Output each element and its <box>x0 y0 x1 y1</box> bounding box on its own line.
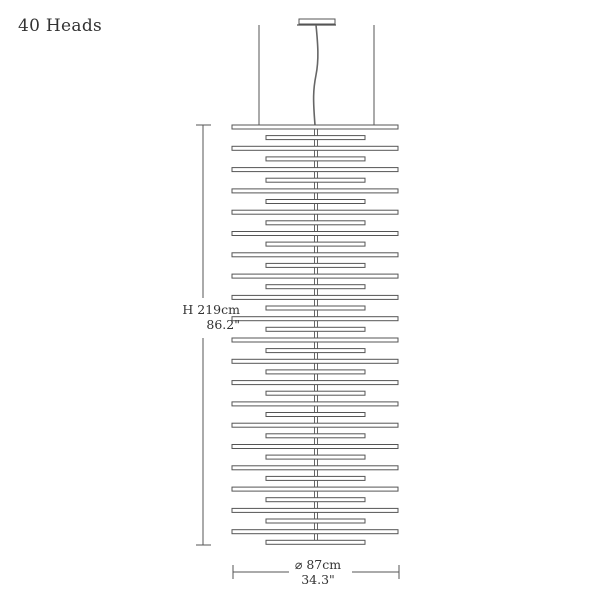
long-light-bar <box>231 486 399 492</box>
long-light-bar <box>231 167 399 173</box>
diameter-imperial: 34.3" <box>301 572 335 587</box>
long-light-bar <box>231 124 399 130</box>
height-dimension-line <box>196 124 211 546</box>
diameter-dimension-line <box>232 565 400 579</box>
long-light-bar <box>231 252 399 258</box>
long-light-bar <box>231 529 399 535</box>
height-label: H 219cm 86.2" <box>160 302 240 332</box>
short-light-bar <box>265 326 366 332</box>
short-light-bar <box>265 284 366 290</box>
short-light-bar <box>265 475 366 481</box>
diameter-metric: ⌀ 87cm <box>294 557 342 572</box>
heads-count-title: 40 Heads <box>18 16 103 36</box>
short-light-bar <box>265 412 366 417</box>
height-metric: H 219cm <box>182 302 240 317</box>
short-light-bar <box>265 497 366 503</box>
long-light-bar <box>231 209 399 215</box>
long-light-bar <box>231 231 399 236</box>
short-light-bar <box>265 262 366 268</box>
short-light-bar <box>265 433 366 439</box>
long-light-bar <box>231 316 399 322</box>
long-light-bar <box>231 188 399 194</box>
long-light-bar <box>231 380 399 386</box>
long-light-bar <box>231 358 399 364</box>
long-light-bar <box>231 145 399 151</box>
short-light-bar <box>265 135 366 141</box>
long-light-bar <box>231 465 399 471</box>
long-light-bar <box>231 294 399 300</box>
power-cable <box>312 24 319 126</box>
center-rod <box>314 125 318 540</box>
short-light-bar <box>265 199 366 204</box>
diameter-label: ⌀ 87cm 34.3" <box>278 557 358 587</box>
short-light-bar <box>265 177 366 183</box>
short-light-bar <box>265 220 366 226</box>
short-light-bar <box>265 348 366 354</box>
long-light-bar <box>231 444 399 449</box>
short-light-bar <box>265 241 366 247</box>
short-light-bar <box>265 454 366 460</box>
short-light-bar <box>265 390 366 396</box>
short-light-bar <box>265 369 366 375</box>
long-light-bar <box>231 337 399 343</box>
canopy <box>297 18 336 26</box>
light-bars <box>231 124 399 545</box>
long-light-bar <box>231 422 399 428</box>
short-light-bar <box>265 539 366 545</box>
long-light-bar <box>231 507 399 513</box>
long-light-bar <box>231 273 399 279</box>
height-imperial: 86.2" <box>206 317 240 332</box>
short-light-bar <box>265 156 366 162</box>
long-light-bar <box>231 401 399 407</box>
short-light-bar <box>265 305 366 311</box>
short-light-bar <box>265 518 366 524</box>
